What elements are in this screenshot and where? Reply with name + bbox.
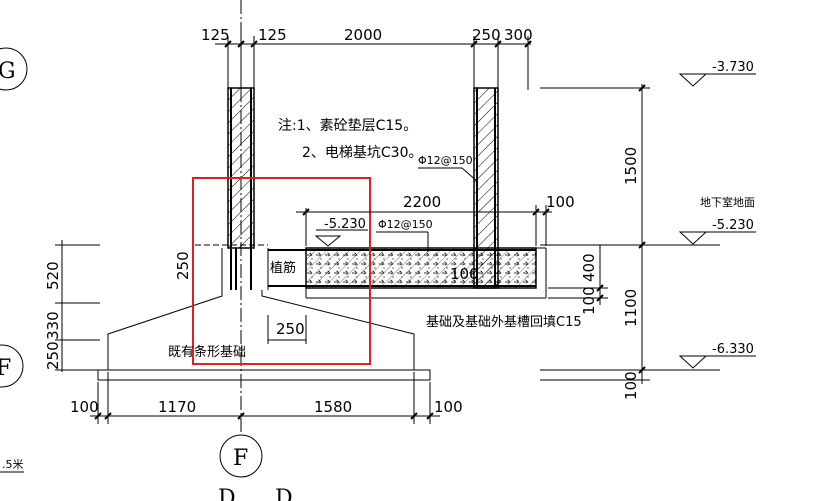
rebar-label-wall: Φ12@150 [418, 154, 473, 167]
dim-top-125-left: 125 [201, 26, 230, 44]
basement-floor-label: 地下室地面 [700, 195, 755, 209]
dim-right-100: 100 [580, 286, 598, 315]
dim-bottom-100-right: 100 [434, 398, 463, 416]
left-pit-wall [227, 87, 255, 290]
dim-bottom-1580: 1580 [314, 398, 352, 416]
mid-dimension-chain: 2200 100 100 [296, 193, 575, 283]
axis-fragment-1: D [218, 486, 236, 501]
axis-bubble-g: G [0, 47, 28, 91]
scale-fragment: .5米 [2, 458, 24, 471]
elevation-pit-left-value: -5.230 [324, 217, 366, 232]
pit-slab [267, 211, 547, 299]
dim-right-1100: 1100 [622, 289, 640, 327]
dim-left-250: 250 [44, 341, 62, 370]
axis-label-f-bottom: F [233, 446, 248, 471]
top-dimension-chain: 125 125 2000 250 300 [201, 26, 533, 90]
backfill-label: 基础及基础外基槽回填C15 [426, 315, 582, 330]
dim-top-300: 300 [504, 26, 533, 44]
dim-right-400: 400 [580, 253, 598, 282]
dim-edge-100: 100 [546, 193, 575, 211]
elevation-bottom: -6.330 [678, 342, 756, 369]
elevation-pit-left: -5.230 [314, 217, 368, 247]
dim-wall-250: 250 [174, 251, 192, 280]
dim-bottom-1170: 1170 [158, 398, 196, 416]
step-250-dim: 250 [267, 315, 307, 344]
rebar-callout-wall: Φ12@150 [418, 154, 479, 183]
note-line-1: 注:1、素砼垫层C15。 [278, 118, 417, 134]
highlight-box [192, 177, 371, 365]
existing-footing-label: 既有条形基础 [168, 344, 246, 360]
axis-label-g: G [0, 59, 16, 84]
elevation-bottom-value: -6.330 [712, 342, 754, 357]
elevation-basement-value: -5.230 [712, 218, 754, 233]
dim-top-250: 250 [472, 26, 501, 44]
axis-bubble-f-bottom: F [219, 434, 263, 478]
dim-bottom-100-left: 100 [70, 398, 99, 416]
note-line-2: 2、电梯基坑C30。 [302, 144, 423, 161]
axis-label-f-left: F [0, 356, 11, 381]
dim-span-2200: 2200 [403, 193, 441, 211]
dim-top-125-right: 125 [258, 26, 287, 44]
dim-left-520: 520 [44, 261, 62, 290]
left-dimension-chain: 520 330 250 [44, 240, 100, 372]
elevation-basement: 地下室地面 -5.230 [678, 195, 756, 245]
dim-left-330: 330 [44, 311, 62, 340]
dim-step-250: 250 [276, 320, 305, 338]
elevation-top: -3.730 [678, 60, 756, 87]
elevation-top-value: -3.730 [712, 60, 754, 75]
right-dimension-chain: 1500 1100 100 400 100 [548, 84, 646, 400]
rebar-label-slab: Φ12@150 [378, 218, 433, 231]
dim-right-1500: 1500 [622, 147, 640, 185]
axis-bubble-f-left: F [0, 344, 24, 388]
bottom-dimension-chain: 100 1170 1580 100 [70, 372, 463, 424]
dim-top-2000: 2000 [344, 26, 382, 44]
dim-right-100-bottom: 100 [622, 371, 640, 400]
existing-footing [97, 244, 431, 381]
dim-inner-100: 100 [450, 265, 479, 283]
plant-bar-label: 植筋 [270, 260, 296, 276]
axis-fragment-2: D [275, 486, 293, 501]
rebar-callout-slab: Φ12@150 [376, 218, 433, 252]
